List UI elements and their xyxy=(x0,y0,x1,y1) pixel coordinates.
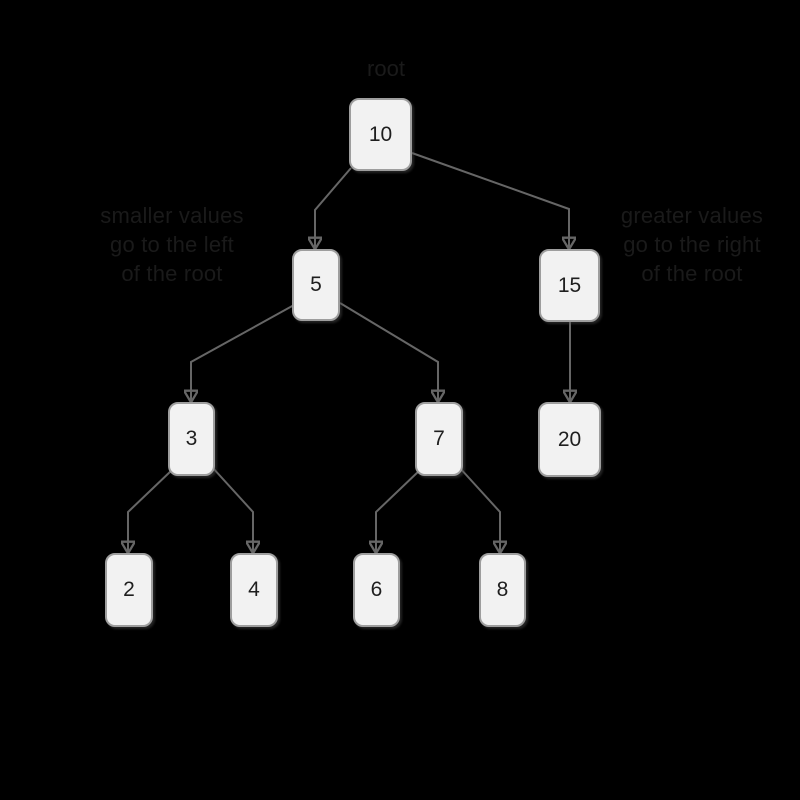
tree-node-15: 15 xyxy=(539,249,600,322)
tree-node-10: 10 xyxy=(349,98,412,171)
tree-node-20: 20 xyxy=(538,402,601,477)
node-value: 15 xyxy=(557,273,582,297)
node-value: 3 xyxy=(185,427,198,450)
annotation-line: greater values xyxy=(620,203,764,228)
edge-10-15 xyxy=(411,152,569,247)
node-value: 4 xyxy=(248,578,260,601)
left-subtree-rule-annotation: smaller values go to the left of the roo… xyxy=(62,201,282,288)
node-value: 6 xyxy=(370,578,383,601)
tree-node-7: 7 xyxy=(415,402,463,476)
edge-3-2 xyxy=(128,469,173,551)
edge-10-5 xyxy=(315,167,352,247)
edge-3-4 xyxy=(211,466,253,551)
tree-node-4: 4 xyxy=(230,553,278,627)
tree-node-3: 3 xyxy=(168,402,215,476)
tree-node-2: 2 xyxy=(105,553,153,627)
root-annotation: root xyxy=(367,56,405,81)
edge-7-8 xyxy=(458,466,500,551)
node-value: 5 xyxy=(310,273,322,296)
annotation-line: of the root xyxy=(121,261,223,286)
tree-node-8: 8 xyxy=(479,553,526,627)
annotation-line: go to the right xyxy=(623,232,761,257)
annotation-line: of the root xyxy=(641,261,743,286)
annotation-line: smaller values xyxy=(100,203,244,228)
node-value: 8 xyxy=(496,578,509,601)
tree-node-6: 6 xyxy=(353,553,400,627)
right-subtree-rule-annotation: greater values go to the right of the ro… xyxy=(582,201,800,288)
annotation-line: go to the left xyxy=(110,232,234,257)
node-value: 20 xyxy=(557,427,582,451)
edge-7-6 xyxy=(376,469,421,551)
edge-5-7 xyxy=(339,302,438,400)
node-value: 10 xyxy=(368,122,393,146)
node-value: 7 xyxy=(433,427,445,450)
edge-5-3 xyxy=(191,304,295,400)
node-value: 2 xyxy=(123,578,135,601)
tree-node-5: 5 xyxy=(292,249,340,321)
